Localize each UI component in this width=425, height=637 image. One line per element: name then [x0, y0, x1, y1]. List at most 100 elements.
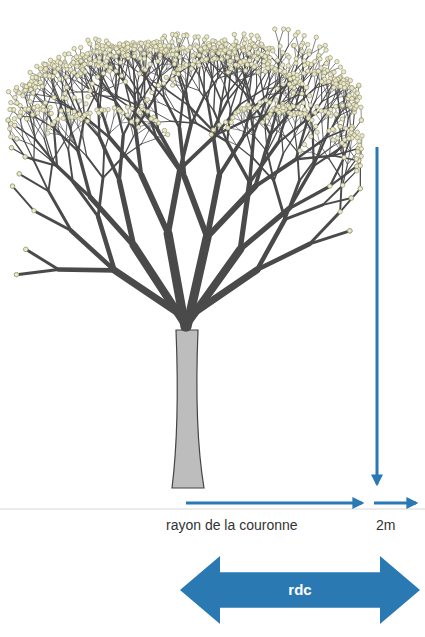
tree-bud: [223, 120, 227, 124]
tree-branch: [26, 249, 59, 269]
tree-bud: [224, 42, 228, 46]
tree-bud: [243, 68, 247, 72]
tree-branch: [332, 137, 340, 147]
tree-bud: [142, 52, 146, 56]
tree-bud: [57, 55, 61, 59]
tree-bud: [108, 53, 112, 57]
tree-bud: [359, 147, 363, 151]
tree-bud: [171, 77, 175, 81]
tree-bud: [107, 69, 111, 73]
tree-bud: [246, 103, 250, 107]
tree-bud: [355, 130, 359, 134]
tree-branch: [254, 104, 265, 135]
tree-bud: [148, 62, 152, 66]
tree-bud: [302, 101, 306, 105]
tree-bud: [14, 85, 18, 89]
tree-branch: [340, 150, 347, 165]
tree-bud: [30, 75, 34, 79]
tree-branch: [124, 80, 131, 108]
tree-bud: [12, 117, 16, 121]
tree-branch: [237, 78, 248, 101]
tree-branch: [193, 56, 210, 63]
tree-branch: [343, 171, 357, 185]
tree-branch: [279, 121, 284, 136]
tree-bud: [256, 70, 260, 74]
tree-bud: [126, 53, 130, 57]
tree-bud: [33, 85, 37, 89]
tree-bud: [86, 38, 90, 42]
tree-bud: [205, 35, 209, 39]
tree-bud: [15, 137, 19, 141]
tree-branch: [115, 101, 135, 130]
tree-bud: [181, 33, 185, 37]
tree-bud: [23, 155, 27, 159]
tree-bud: [103, 51, 107, 55]
tree-bud: [88, 89, 92, 93]
tree-bud: [313, 59, 317, 63]
tree-branch: [136, 130, 142, 175]
tree-bud: [302, 63, 306, 67]
tree-branch: [295, 131, 298, 151]
tree-bud: [138, 111, 142, 115]
tree-bud: [202, 46, 206, 50]
tree-branch: [274, 154, 283, 181]
tree-bud: [217, 51, 221, 55]
tree-bud: [123, 79, 127, 83]
tree-branch: [265, 113, 266, 129]
tree-bud: [139, 41, 143, 45]
tree-bud: [243, 37, 247, 41]
tree-bud: [349, 196, 353, 200]
tree-bud: [226, 70, 230, 74]
tree-bud: [294, 57, 298, 61]
tree-bud: [181, 45, 185, 49]
tree-bud: [31, 91, 35, 95]
tree-bud: [217, 123, 221, 127]
tree-bud: [265, 62, 269, 66]
tree-branch: [186, 81, 188, 100]
tree-branch: [274, 181, 285, 219]
tree-bud: [357, 83, 361, 87]
tree-bud: [82, 62, 86, 66]
tree-bud: [104, 64, 108, 68]
tree-bud: [228, 59, 232, 63]
tree-bud: [281, 105, 285, 109]
tree-branch: [139, 63, 148, 80]
tree-bud: [79, 117, 83, 121]
tree-branch: [98, 77, 109, 93]
tree-bud: [338, 124, 342, 128]
tree-branch: [250, 143, 278, 183]
tree-branch: [342, 159, 357, 179]
tree-branch: [310, 231, 350, 244]
tree-bud: [71, 60, 75, 64]
tree-branch: [360, 166, 361, 189]
tree-bud: [299, 43, 303, 47]
tree-branch: [78, 151, 90, 197]
tree-bud: [17, 172, 21, 176]
tree-branch: [253, 135, 267, 152]
tree-branch: [191, 76, 200, 91]
tree-branch: [281, 133, 283, 154]
tree-bud: [280, 63, 284, 67]
tree-bud: [355, 91, 359, 95]
tree-branch: [34, 161, 49, 191]
tree-bud: [293, 33, 297, 37]
tree-bud: [268, 55, 272, 59]
tree-bud: [75, 64, 79, 68]
tree-bud: [88, 57, 92, 61]
tree-bud: [281, 27, 285, 31]
tree-branch: [200, 91, 214, 111]
tree-bud: [223, 38, 227, 42]
tree-bud: [229, 66, 233, 70]
tree-bud: [142, 57, 146, 61]
tree-bud: [174, 52, 178, 56]
tree-branch: [340, 189, 360, 212]
tree-bud: [245, 63, 249, 67]
tree-bud: [24, 117, 28, 121]
tree-bud: [315, 105, 319, 109]
tree-bud: [213, 46, 217, 50]
tree-branch: [83, 70, 91, 82]
tree-bud: [26, 107, 30, 111]
tree-bud: [72, 95, 76, 99]
tree-bud: [72, 46, 76, 50]
tree-bud: [211, 128, 215, 132]
